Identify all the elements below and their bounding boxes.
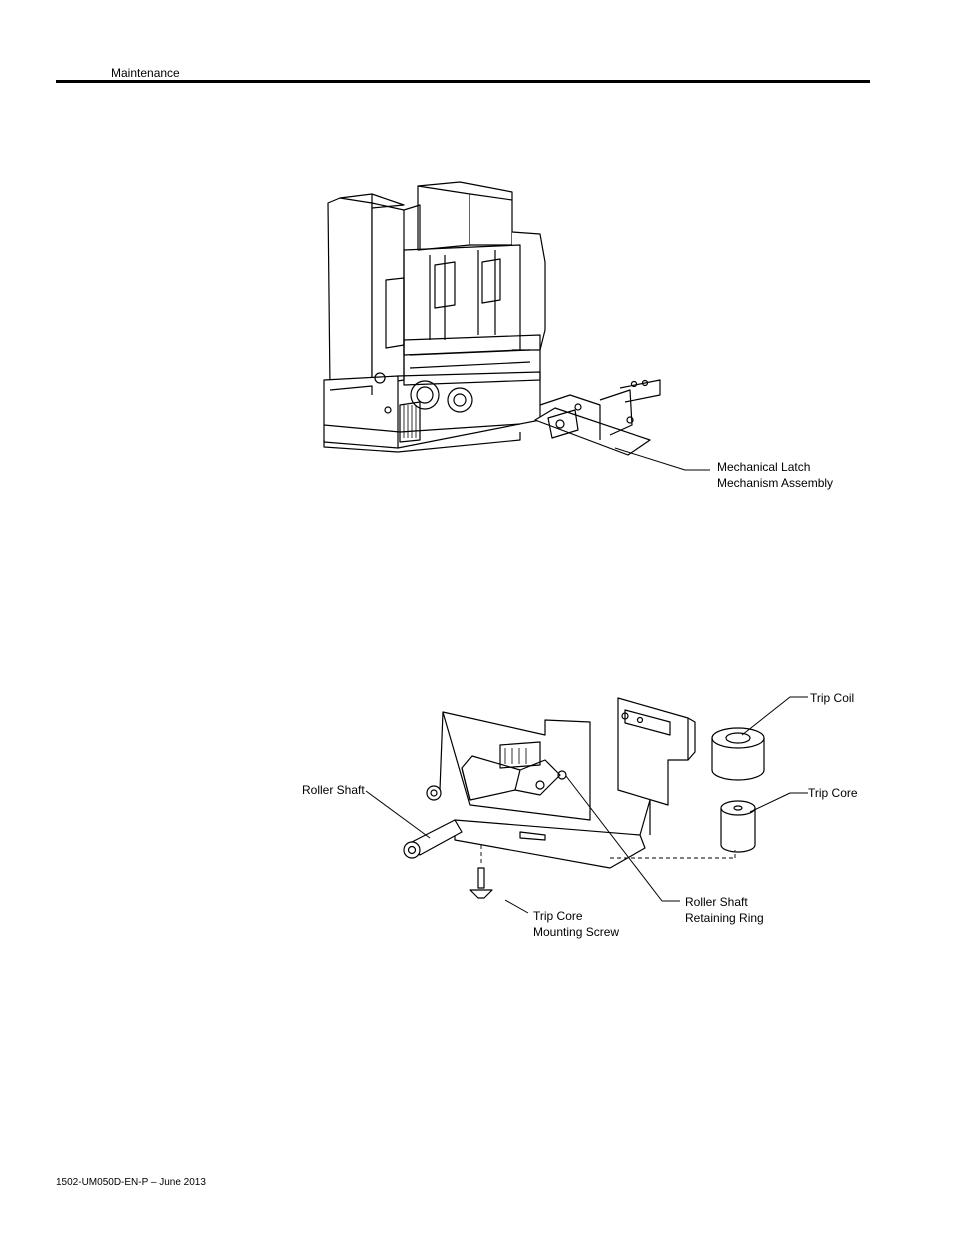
latch-leader-line [614, 447, 710, 471]
retaining-ring-line2: Retaining Ring [685, 911, 764, 925]
retaining-ring-line1: Roller Shaft [685, 895, 748, 909]
latch-callout-line1: Mechanical Latch [717, 460, 811, 474]
switch-bracket-drawing [617, 697, 696, 806]
mounting-screw-callout: Trip Core Mounting Screw [533, 908, 619, 940]
trip-core-drawing [720, 800, 756, 853]
trip-core-label: Trip Core [808, 786, 858, 800]
mounting-screw-drawing [469, 867, 493, 899]
figure2-leader-lines [365, 696, 808, 914]
latch-callout: Mechanical Latch Mechanism Assembly [717, 459, 833, 491]
contactor-body [323, 181, 546, 453]
page-footer: 1502-UM050D-EN-P – June 2013 [56, 1177, 206, 1188]
latch-frame [426, 711, 651, 869]
retaining-ring-callout: Roller Shaft Retaining Ring [685, 894, 764, 926]
header-rule [56, 80, 870, 83]
roller-shaft-drawing [403, 819, 463, 859]
roller-shaft-label: Roller Shaft [302, 783, 365, 797]
trip-coil-drawing [711, 727, 765, 781]
running-header: Maintenance [111, 66, 180, 80]
latch-mechanism-drawing [534, 379, 661, 456]
mounting-screw-line2: Mounting Screw [533, 925, 620, 939]
assembly-dashed-lines [480, 845, 736, 866]
trip-coil-label: Trip Coil [810, 691, 855, 705]
mounting-screw-line1: Trip Core [533, 909, 583, 923]
latch-callout-line2: Mechanism Assembly [717, 476, 834, 490]
